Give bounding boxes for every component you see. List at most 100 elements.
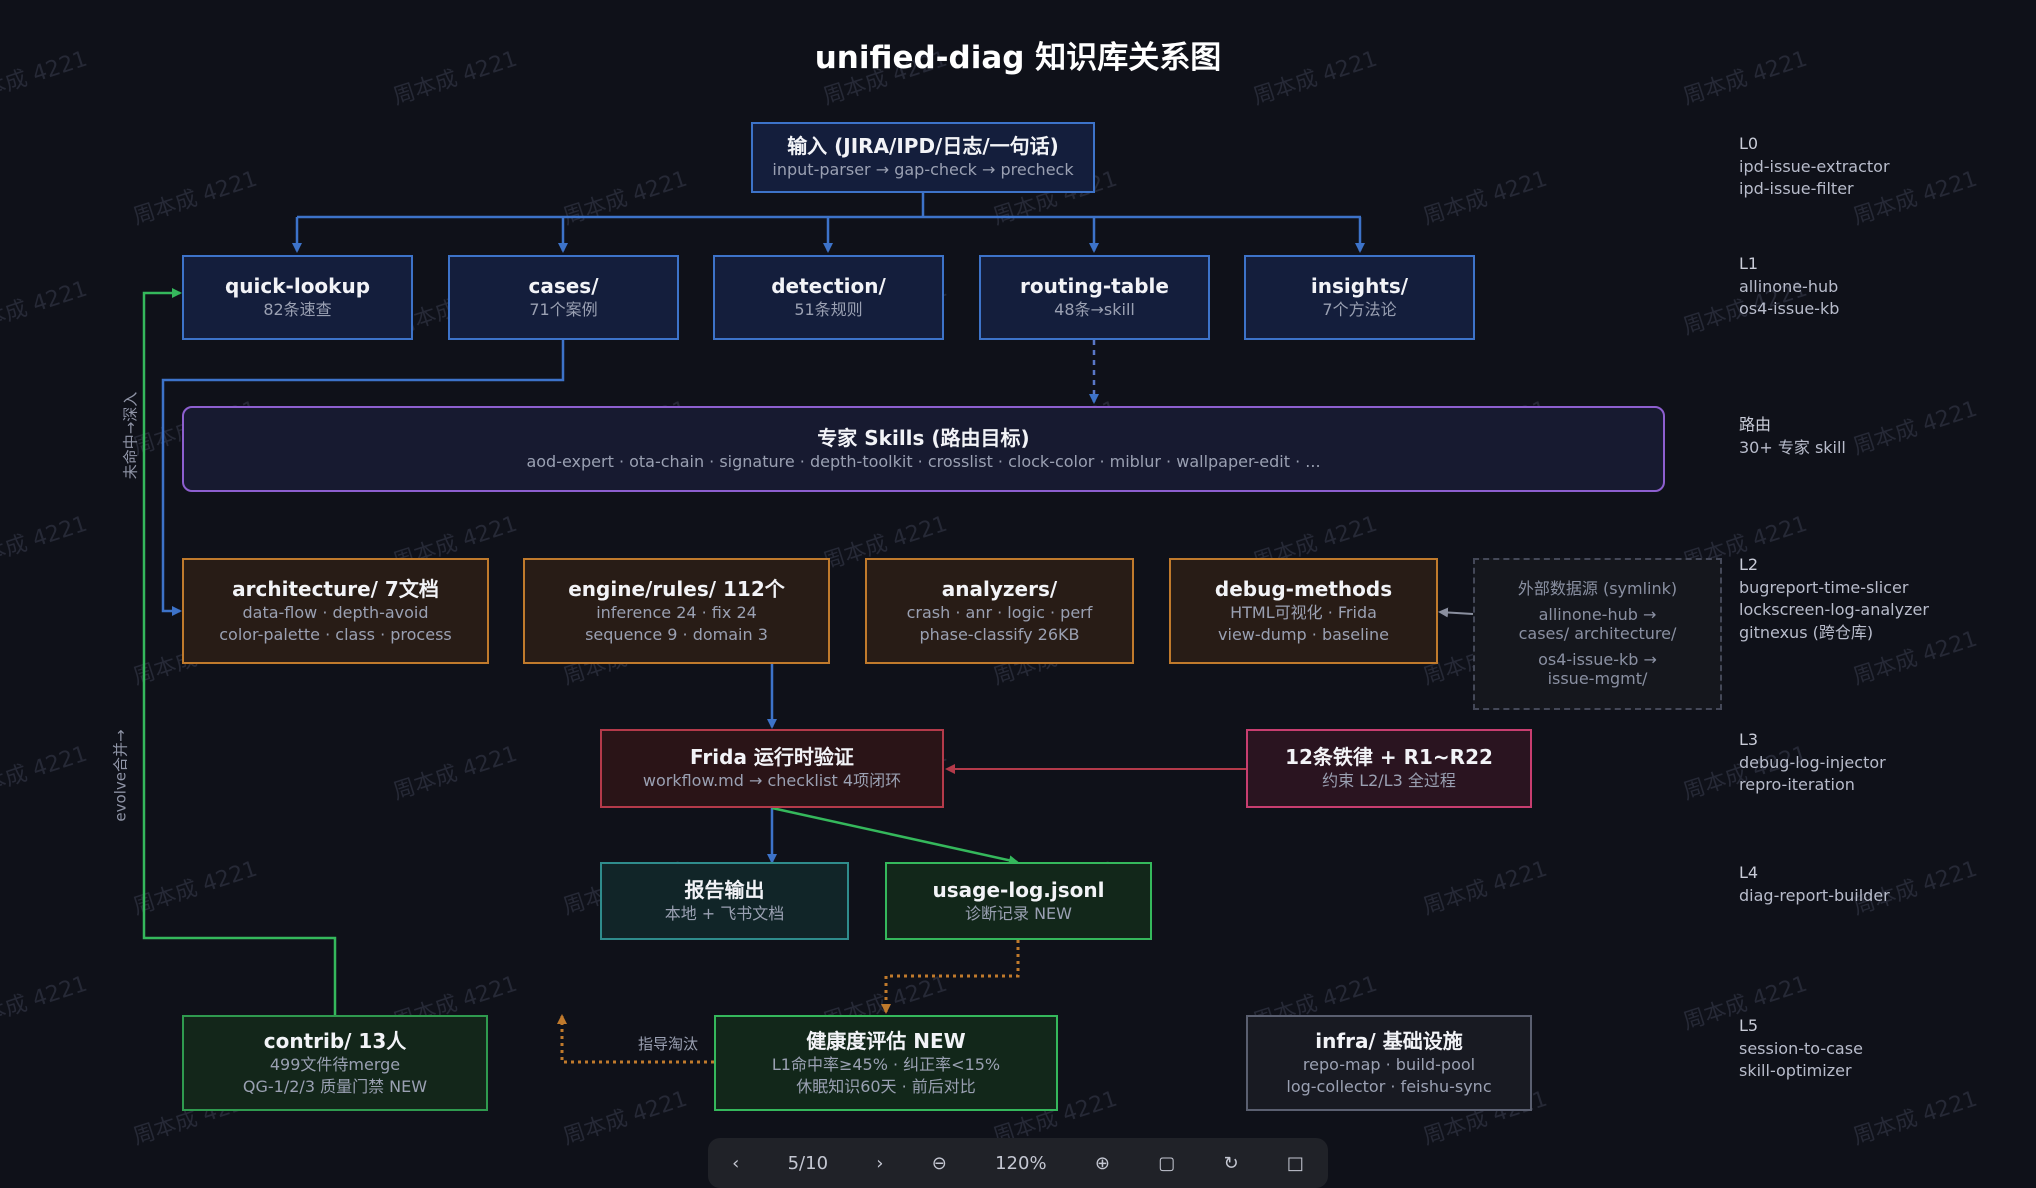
node-title: engine/rules/ 112个 [568,576,785,601]
engine-rules-node: engine/rules/ 112个 inference 24 · fix 24… [523,558,830,664]
node-title: contrib/ 13人 [263,1028,407,1053]
level-key: L3 [1739,730,1759,749]
node-title: debug-methods [1214,576,1393,601]
node-subtitle: sequence 9 · domain 3 [585,624,768,644]
health-guide-connector [557,1014,714,1064]
node-title: Frida 运行时验证 [690,745,854,770]
node-title: detection/ [771,274,886,299]
node-subtitle: 7个方法论 [1322,300,1397,320]
node-title: cases/ [528,274,599,299]
node-subtitle: aod-expert · ota-chain · signature · dep… [526,451,1321,471]
node-subtitle: color-palette · class · process [219,624,452,644]
level-item: gitnexus (跨仓库) [1739,623,1874,643]
node-title: routing-table [1020,274,1169,299]
guide-edge-label: 指导淘汰 [638,1035,699,1053]
node-subtitle: 本地 + 飞书文档 [664,903,785,923]
node-line: os4-issue-kb → [1538,650,1657,670]
node-subtitle: repo-map · build-pool [1302,1054,1476,1074]
health-eval-node: 健康度评估 NEW L1命中率≥45% · 纠正率<15% 休眠知识60天 · … [714,1015,1058,1111]
node-subtitle: 诊断记录 NEW [965,903,1072,923]
node-subtitle: 51条规则 [794,300,863,320]
level-item: ipd-issue-filter [1739,179,1854,199]
node-subtitle: L1命中率≥45% · 纠正率<15% [771,1054,1001,1074]
level-key: L0 [1739,134,1759,153]
node-title: 专家 Skills (路由目标) [817,425,1030,450]
fullscreen-icon[interactable]: □ [1286,1152,1304,1174]
level-key: L5 [1739,1016,1759,1035]
node-title: architecture/ 7文档 [232,576,439,601]
level-L0: L0 ipd-issue-extractor ipd-issue-filter [1739,133,1890,201]
level-L1: L1 allinone-hub os4-issue-kb [1739,253,1839,321]
node-subtitle: 休眠知识60天 · 前后对比 [796,1076,976,1096]
level-item: skill-optimizer [1739,1061,1852,1081]
node-title: usage-log.jsonl [932,877,1105,902]
input-title: 输入 (JIRA/IPD/日志/一句话) [787,134,1059,159]
zoom-level: 120% [995,1152,1047,1174]
node-line: allinone-hub → [1538,605,1657,625]
node-subtitle: phase-classify 26KB [919,624,1080,644]
architecture-node: architecture/ 7文档 data-flow · depth-avoi… [182,558,489,664]
usage-to-health-connector [881,940,1020,1014]
node-subtitle: inference 24 · fix 24 [596,602,757,622]
diagram-title: unified-diag 知识库关系图 [814,40,1222,76]
rotate-icon[interactable]: ↻ [1223,1152,1239,1174]
node-subtitle: 499文件待merge [269,1054,401,1074]
external-data-node: 外部数据源 (symlink) allinone-hub → cases/ ar… [1473,558,1722,710]
evolve-edge-label: evolve合并→ [111,729,130,822]
node-subtitle: 82条速查 [263,300,332,320]
level-item: ipd-issue-extractor [1739,156,1890,176]
node-title: quick-lookup [224,274,371,299]
level-item: debug-log-injector [1739,752,1886,772]
input-node: 输入 (JIRA/IPD/日志/一句话) input-parser → gap-… [751,122,1095,193]
node-subtitle: 约束 L2/L3 全过程 [1322,771,1456,791]
node-subtitle: workflow.md → checklist 4项闭环 [642,771,902,791]
node-subtitle: data-flow · depth-avoid [242,602,429,622]
node-subtitle: 71个案例 [529,300,598,320]
infra-node: infra/ 基础设施 repo-map · build-pool log-co… [1246,1015,1532,1111]
usage-log-node: usage-log.jsonl 诊断记录 NEW [885,862,1152,940]
level-key: L2 [1739,555,1759,574]
level-L2: L2 bugreport-time-slicer lockscreen-log-… [1739,554,1929,645]
node-line: cases/ architecture/ [1518,623,1677,643]
external-to-debug-connector [1438,607,1474,618]
level-L3: L3 debug-log-injector repro-iteration [1739,729,1886,797]
node-subtitle: HTML可视化 · Frida [1230,602,1377,622]
node-title: insights/ [1310,274,1409,299]
level-key: 路由 [1739,415,1772,434]
analyzers-node: analyzers/ crash · anr · logic · perf ph… [865,558,1134,664]
fit-icon[interactable]: ▢ [1158,1152,1176,1174]
zoom-out-icon[interactable]: ⊖ [931,1152,947,1174]
node-subtitle: 48条→skill [1054,300,1135,320]
report-output-node: 报告输出 本地 + 飞书文档 [600,862,849,940]
node-subtitle: QG-1/2/3 质量门禁 NEW [242,1076,428,1096]
insights-node: insights/ 7个方法论 [1244,255,1475,340]
next-page-icon[interactable]: › [876,1152,884,1174]
level-item: allinone-hub [1739,276,1839,296]
prev-page-icon[interactable]: ‹ [732,1152,740,1174]
frida-node: Frida 运行时验证 workflow.md → checklist 4项闭环 [600,729,944,808]
cases-to-architecture-connector [161,340,565,616]
detection-node: detection/ 51条规则 [713,255,944,340]
page-indicator: 5/10 [787,1152,829,1174]
level-item: 30+ 专家 skill [1739,437,1846,457]
level-item: os4-issue-kb [1739,299,1840,319]
viewer-toolbar: ‹ 5/10 › ⊖ 120% ⊕ ▢ ↻ □ [708,1138,1328,1188]
level-item: bugreport-time-slicer [1739,577,1909,597]
debug-methods-node: debug-methods HTML可视化 · Frida view-dump … [1169,558,1438,664]
contrib-node: contrib/ 13人 499文件待merge QG-1/2/3 质量门禁 N… [182,1015,488,1111]
node-subtitle: crash · anr · logic · perf [906,602,1093,622]
input-fanout-connector [292,193,1365,253]
node-title: 报告输出 [684,877,765,902]
level-L4: L4 diag-report-builder [1739,862,1890,907]
node-title: analyzers/ [941,576,1058,601]
level-key: L1 [1739,254,1759,273]
routing-table-node: routing-table 48条→skill [979,255,1210,340]
node-title: 健康度评估 NEW [806,1028,966,1053]
input-subtitle: input-parser → gap-check → precheck [772,160,1074,180]
zoom-in-icon[interactable]: ⊕ [1094,1152,1110,1174]
level-item: session-to-case [1739,1038,1863,1058]
miss-edge-label: 未命中→深入 [121,391,140,480]
node-title: infra/ 基础设施 [1315,1028,1463,1053]
cases-node: cases/ 71个案例 [448,255,679,340]
